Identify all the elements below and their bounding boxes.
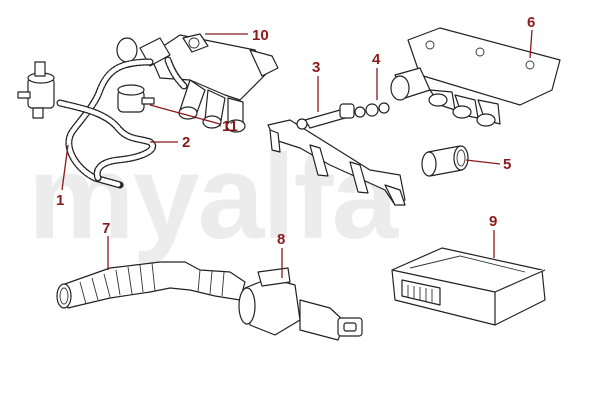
air-flow-meter-part[interactable] (238, 267, 363, 341)
solenoid-valve-part[interactable] (117, 84, 155, 113)
vacuum-hose-1[interactable] (65, 58, 154, 189)
callout-10[interactable]: 10 (252, 27, 269, 44)
leader-5 (465, 159, 501, 165)
ecu-part[interactable] (391, 247, 546, 326)
callout-3[interactable]: 3 (312, 59, 320, 76)
callout-4[interactable]: 4 (372, 51, 381, 68)
vacuum-valve-part[interactable] (17, 61, 55, 119)
air-intake-duct-part[interactable] (56, 261, 246, 309)
callout-8[interactable]: 8 (277, 231, 285, 248)
vacuum-hose-3[interactable] (164, 56, 188, 90)
injector-part[interactable] (296, 102, 390, 130)
leader-6 (529, 29, 533, 59)
vacuum-hose-2[interactable] (56, 99, 156, 182)
fuel-rail-part[interactable] (267, 119, 406, 206)
leader-1 (61, 144, 69, 191)
callout-6[interactable]: 6 (527, 14, 535, 31)
rubber-bush-part[interactable] (421, 145, 469, 177)
callout-7[interactable]: 7 (102, 220, 110, 237)
callout-9[interactable]: 9 (489, 213, 497, 230)
leader-11 (149, 104, 221, 125)
callout-11[interactable]: 11 (222, 118, 238, 135)
callout-5[interactable]: 5 (503, 156, 511, 173)
manifold-right-part[interactable] (390, 27, 561, 127)
callout-1[interactable]: 1 (56, 192, 64, 209)
watermark-text: myalfa (28, 130, 399, 264)
intake-manifold-part[interactable] (116, 33, 279, 133)
callout-2[interactable]: 2 (182, 134, 190, 151)
